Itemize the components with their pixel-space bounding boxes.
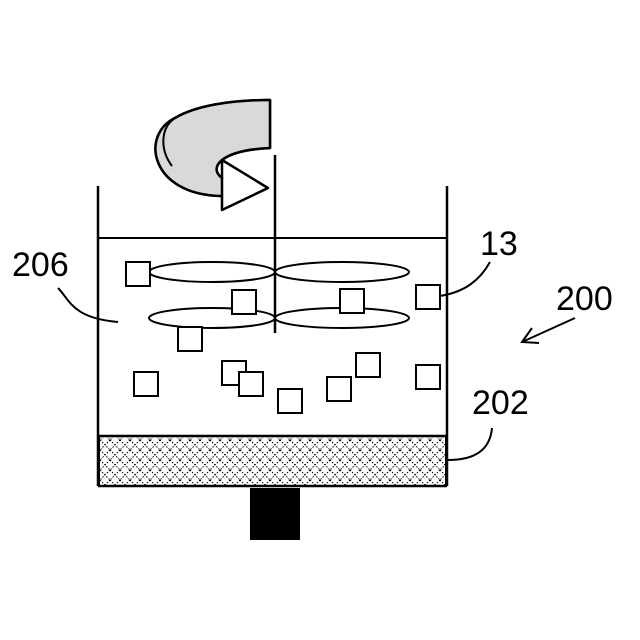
rotation-arrow bbox=[155, 100, 270, 210]
label-200: 200 bbox=[556, 280, 613, 318]
filter-mesh bbox=[99, 436, 446, 486]
label-202: 202 bbox=[472, 384, 529, 422]
particles bbox=[126, 262, 440, 413]
label-206: 206 bbox=[12, 246, 69, 284]
leader-lines bbox=[58, 262, 575, 460]
label-13: 13 bbox=[480, 225, 518, 263]
impeller-blades bbox=[149, 262, 409, 328]
motor-block bbox=[250, 488, 300, 540]
